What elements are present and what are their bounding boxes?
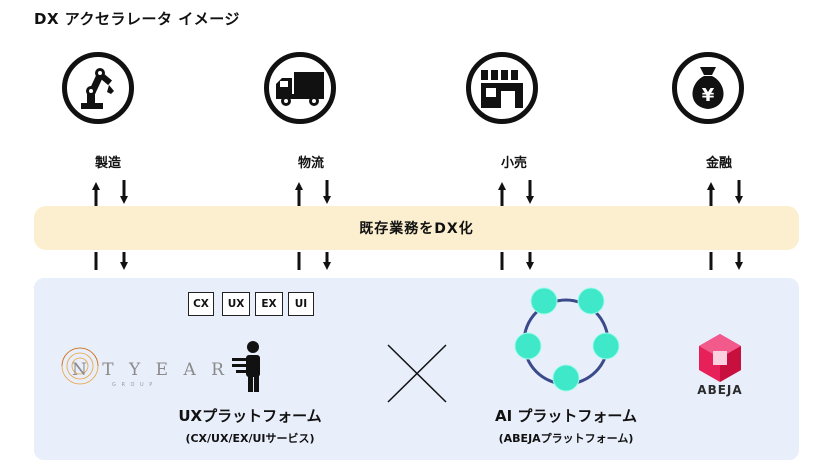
ai-platform-title: AI プラットフォーム (495, 407, 637, 425)
ux-tag-ux: UX (222, 292, 250, 316)
ai-node-1 (530, 287, 558, 315)
robot-arm-icon (81, 68, 114, 109)
sector-icon-manufacturing (62, 52, 134, 124)
nextyear-logo-swirl (61, 347, 99, 385)
ux-tag-ex: EX (255, 292, 283, 316)
dx-band-label: 既存業務をDX化 (359, 221, 474, 237)
cross-line-2 (387, 344, 447, 403)
ux-platform-subtitle: (CX/UX/EX/UIサービス) (185, 432, 315, 445)
ai-node-3 (514, 332, 542, 360)
ai-node-2 (577, 287, 605, 315)
platform-panel (34, 278, 799, 460)
sector-icon-finance: ¥ (672, 52, 744, 124)
page-title: DX アクセラレータ イメージ (34, 10, 240, 28)
dx-band: 既存業務をDX化 (34, 206, 799, 250)
ai-platform-subtitle: (ABEJAプラットフォーム) (498, 432, 634, 445)
sector-label-manufacturing: 製造 (94, 156, 121, 171)
store-icon (481, 70, 523, 108)
money-bag-icon: ¥ (692, 67, 724, 109)
ai-node-5 (552, 364, 580, 392)
truck-icon (276, 72, 324, 106)
yen-symbol: ¥ (702, 85, 715, 106)
abeja-logo-text: ABEJA (697, 383, 743, 397)
ux-platform-title: UXプラットフォーム (178, 407, 322, 425)
sector-label-retail: 小売 (500, 156, 527, 171)
sector-label-finance: 金融 (705, 156, 732, 171)
nextyear-logo-text: N T Y E A R (72, 360, 229, 380)
sector-icon-logistics (264, 52, 336, 124)
person-carrying-icon (232, 341, 260, 392)
ux-tag-cx: CX (188, 292, 214, 316)
sector-label-logistics: 物流 (297, 156, 324, 171)
ai-node-4 (592, 332, 620, 360)
ux-tag-ui: UI (288, 292, 314, 316)
sector-icon-retail (466, 52, 538, 124)
nextyear-logo-subtext: G R O U P (112, 382, 155, 388)
abeja-logo-mark (699, 334, 741, 382)
